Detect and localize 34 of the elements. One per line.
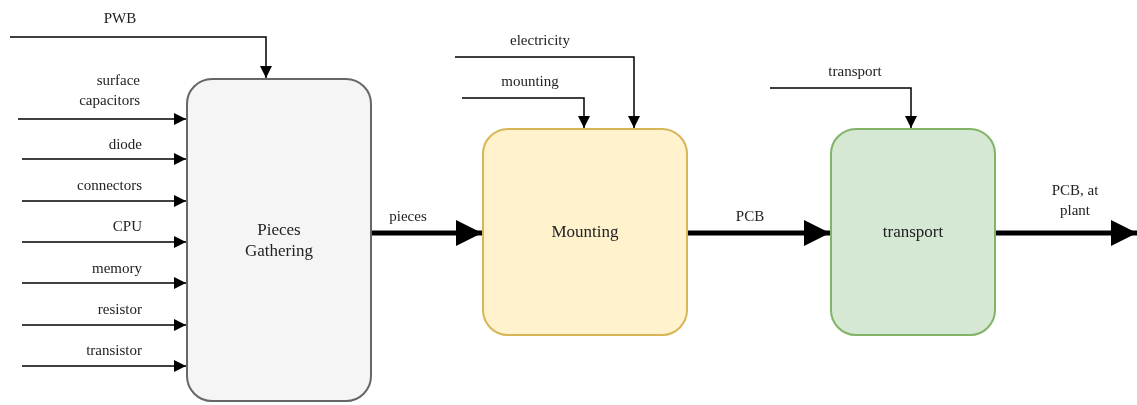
arrow xyxy=(372,220,482,246)
edge-label: connectors xyxy=(77,176,142,195)
arrow xyxy=(461,97,590,129)
arrow xyxy=(17,113,187,125)
arrow xyxy=(21,277,187,289)
edge-label: mounting xyxy=(501,72,559,91)
edge-label: CPU xyxy=(112,217,142,236)
edge-label: electricity xyxy=(510,31,570,50)
arrow xyxy=(769,87,917,129)
arrow xyxy=(21,360,187,372)
arrow xyxy=(454,56,640,129)
edge-label: PCB xyxy=(735,207,765,226)
process-box xyxy=(830,128,996,336)
arrow xyxy=(9,36,272,79)
box-label: Pieces Gathering xyxy=(244,218,314,262)
box-label: transport xyxy=(882,221,944,243)
process-box xyxy=(186,78,372,402)
arrow xyxy=(21,319,187,331)
edge-label: diode xyxy=(108,135,142,154)
edge-label: resistor xyxy=(97,300,142,319)
arrow xyxy=(21,153,187,165)
edge-label: surface capacitors xyxy=(78,71,140,110)
edge-label: PCB, at plant xyxy=(1050,181,1100,220)
arrow xyxy=(21,236,187,248)
edge-label: pieces xyxy=(389,207,427,226)
arrow xyxy=(996,220,1137,246)
arrow xyxy=(21,195,187,207)
edge-label: transport xyxy=(828,62,882,81)
edge-label: memory xyxy=(92,259,142,278)
edge-label: transistor xyxy=(86,341,142,360)
process-box xyxy=(482,128,688,336)
arrow xyxy=(688,220,830,246)
edge-label: PWB xyxy=(103,9,137,28)
box-label: Mounting xyxy=(551,221,619,243)
